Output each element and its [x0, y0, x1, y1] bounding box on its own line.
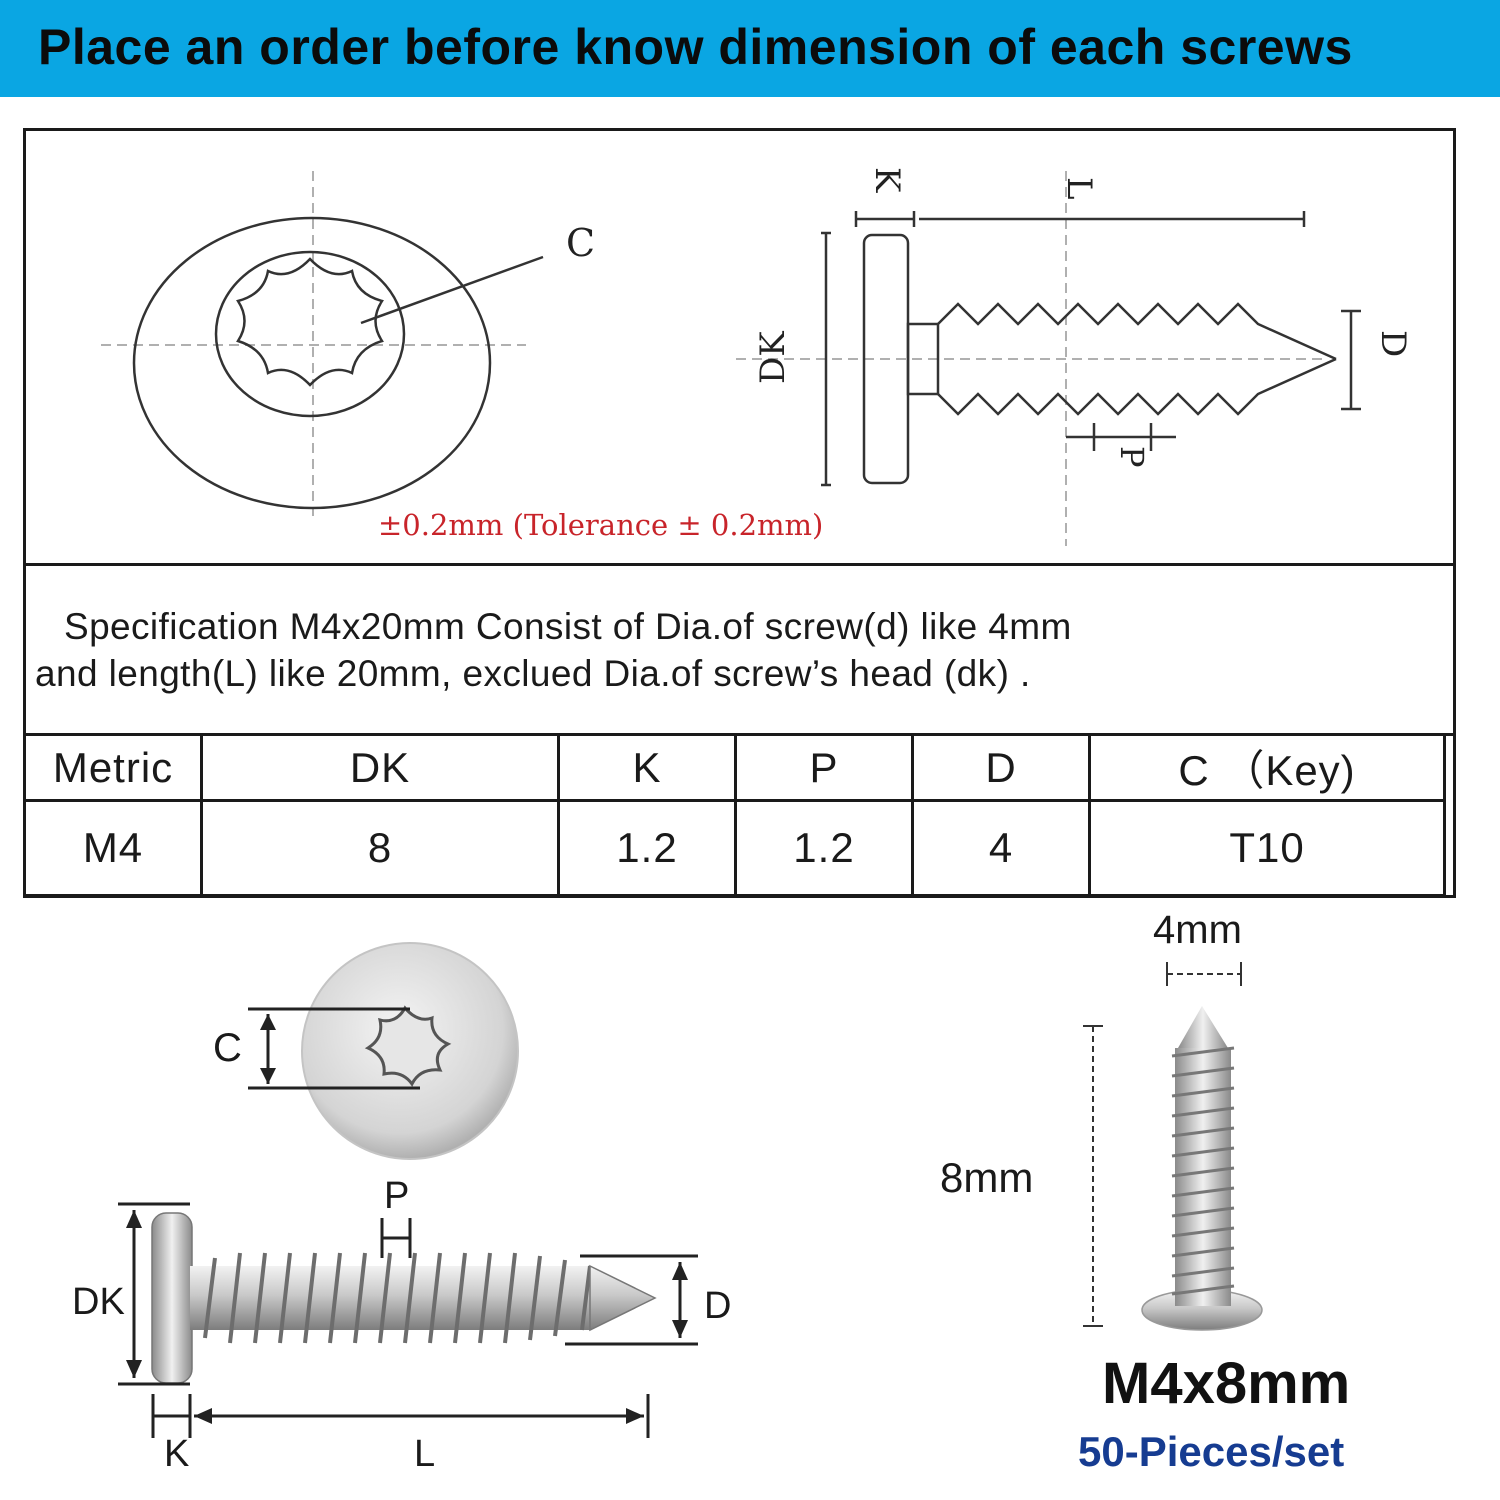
header-d: D: [911, 733, 1091, 802]
table-row: M4 8 1.2 1.2 4 T10: [23, 799, 1446, 897]
label-dk: DK: [753, 331, 793, 384]
cell-p: 1.2: [734, 799, 914, 897]
header-c-key: C （Key): [1088, 733, 1446, 802]
photo-head-top-view: [248, 942, 519, 1160]
photo-screw-side-view: [118, 1202, 698, 1438]
product-count: 50-Pieces/set: [1078, 1428, 1345, 1475]
technical-drawing-svg: C K L: [101, 167, 1413, 546]
label-d: D: [1373, 330, 1413, 357]
cell-k: 1.2: [557, 799, 737, 897]
dimension-table: Metric DK K P D C （Key) M4 8 1.2 1.2 4 T…: [23, 733, 1446, 897]
photo-label-c: C: [213, 1026, 242, 1070]
label-k: K: [867, 167, 907, 193]
spec-line-2: and length(L) like 20mm, exclued Dia.of …: [35, 653, 1031, 694]
specification-box: C K L: [23, 128, 1456, 898]
table-header-row: Metric DK K P D C （Key): [23, 733, 1446, 802]
label-p: P: [1113, 446, 1151, 468]
product-length-label: 8mm: [940, 1154, 1034, 1201]
cell-metric: M4: [23, 799, 203, 897]
photo-label-dk: DK: [72, 1281, 125, 1323]
product-screw-image: [1083, 962, 1263, 1331]
spec-line-1: Specification M4x20mm Consist of Dia.of …: [64, 606, 1072, 647]
specification-description: Specification M4x20mm Consist of Dia.of …: [26, 566, 1453, 736]
product-width-label: 4mm: [1153, 908, 1242, 952]
photo-label-d: D: [704, 1285, 731, 1327]
header-dk: DK: [200, 733, 560, 802]
product-name: M4x8mm: [1102, 1351, 1351, 1416]
label-l: L: [1059, 177, 1099, 200]
header-k: K: [557, 733, 737, 802]
product-illustration-area: C: [0, 898, 1500, 1500]
photo-label-k: K: [164, 1433, 189, 1475]
label-c: C: [566, 221, 595, 265]
banner-title: Place an order before know dimension of …: [38, 19, 1353, 75]
cell-c-key: T10: [1088, 799, 1446, 897]
header-p: P: [734, 733, 914, 802]
photo-label-p: P: [384, 1175, 409, 1217]
cell-d: 4: [911, 799, 1091, 897]
screw-head-top-view: [132, 216, 544, 510]
header-banner: Place an order before know dimension of …: [0, 0, 1500, 97]
tolerance-note: ±0.2mm (Tolerance ± 0.2mm): [378, 508, 823, 542]
cell-dk: 8: [200, 799, 560, 897]
technical-drawing: C K L: [26, 131, 1453, 566]
header-metric: Metric: [23, 733, 203, 802]
product-illustration-svg: C: [72, 942, 1263, 1475]
screw-side-view: [821, 211, 1361, 487]
photo-label-l: L: [414, 1433, 435, 1475]
